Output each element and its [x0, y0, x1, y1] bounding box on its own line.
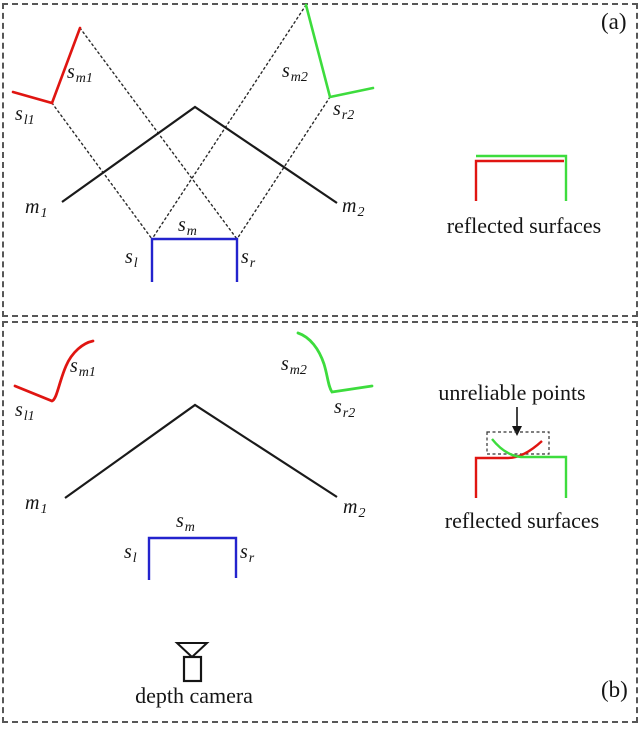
reflection-green-a	[304, 3, 375, 99]
label-b-sm2: sm2	[281, 353, 307, 379]
label-b-sl: sl	[124, 541, 137, 567]
label-a-sl1: sl1	[15, 103, 35, 129]
label-a-sm: sm	[178, 214, 197, 240]
overlay-surface-green-b	[491, 438, 568, 498]
overlay-surface-green-a	[476, 154, 568, 201]
caption-b-depth-camera: depth camera	[135, 683, 253, 708]
caption-a-reflected-surfaces: reflected surfaces	[446, 213, 602, 238]
label-a-m1: m1	[25, 196, 48, 222]
panel-b-tag: (b)	[601, 677, 628, 702]
label-b-sl1: sl1	[15, 399, 35, 425]
real-surface-blue-a	[150, 237, 239, 282]
label-b-m1: m1	[25, 492, 48, 518]
label-a-m2: m2	[342, 195, 365, 221]
label-b-sm: sm	[176, 510, 195, 536]
panel-a-rays	[51, 4, 331, 240]
overlay-surface-red-b	[474, 440, 543, 498]
label-b-m2: m2	[343, 496, 366, 522]
camera-lens-cone	[174, 642, 210, 659]
panel-a-dashed-box	[2, 3, 638, 317]
reflection-green-curve-b	[296, 331, 374, 394]
label-a-sl: sl	[125, 246, 138, 272]
ray-green-top-to-sl	[151, 4, 307, 240]
label-a-sr: sr	[241, 246, 256, 272]
reflection-red-curve-b	[13, 339, 95, 403]
depth-camera-icon	[174, 642, 210, 683]
real-surface-blue-b	[147, 536, 238, 580]
overlay-surface-red-a	[474, 159, 564, 201]
reflection-red-a	[11, 26, 82, 105]
label-a-sm2: sm2	[282, 60, 308, 86]
panel-a-tag: (a)	[601, 9, 627, 34]
unreliable-points-dashed-box	[486, 431, 550, 455]
mirrors-b	[64, 403, 338, 499]
ray-red-elbow-to-sl	[51, 102, 153, 240]
caption-b-unreliable-points: unreliable points	[438, 380, 586, 405]
camera-body	[182, 655, 203, 683]
label-b-sm1: sm1	[70, 355, 96, 381]
unreliable-points-annotation	[486, 407, 550, 455]
mirrors-a	[61, 105, 338, 204]
label-b-sr2: sr2	[334, 396, 356, 422]
label-a-sm1: sm1	[67, 61, 93, 87]
label-b-sr: sr	[240, 541, 255, 567]
arrow-head-icon	[512, 426, 522, 436]
panel-b-dashed-box	[2, 321, 638, 723]
label-a-sr2: sr2	[333, 98, 355, 124]
caption-b-reflected-surfaces: reflected surfaces	[444, 508, 600, 533]
